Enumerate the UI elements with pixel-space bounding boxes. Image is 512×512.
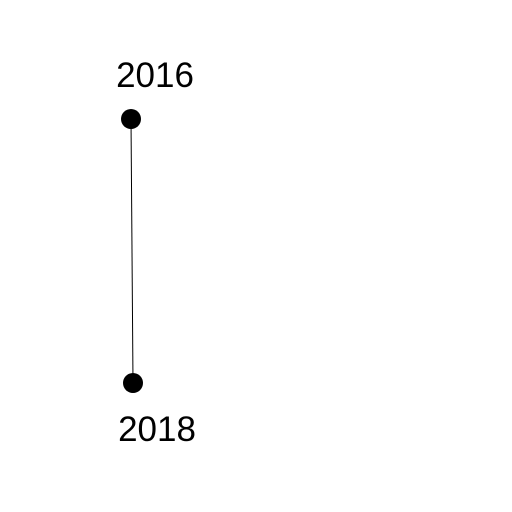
timeline-edge xyxy=(130,118,134,384)
node-2016-dot[interactable] xyxy=(121,109,141,129)
node-2018-label: 2018 xyxy=(118,410,196,449)
node-2016-label: 2016 xyxy=(116,56,194,95)
node-2018-dot[interactable] xyxy=(123,373,143,393)
